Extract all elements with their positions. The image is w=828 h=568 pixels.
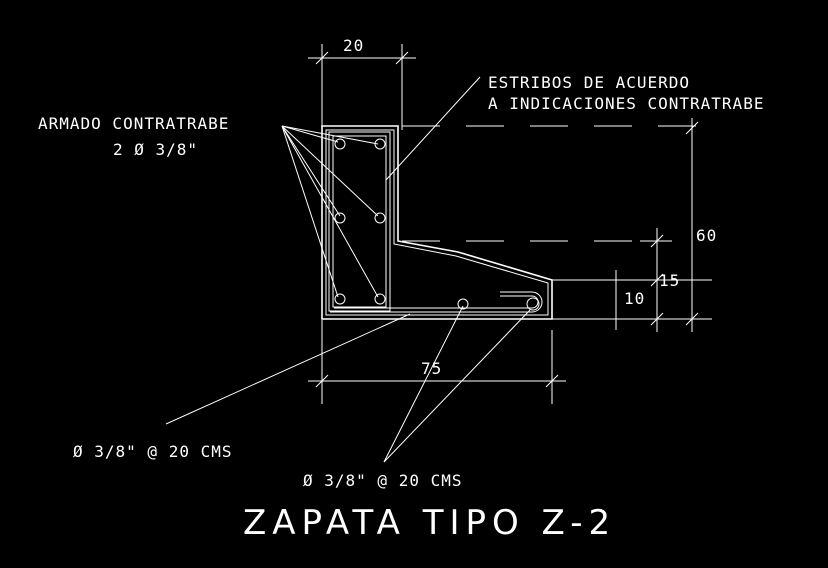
note-armado-line1: ARMADO CONTRATRABE [38, 114, 229, 133]
dim-label-60: 60 [696, 226, 717, 245]
note-bars-left: Ø 3/8" @ 20 CMS [73, 442, 233, 461]
note-bars-bottom: Ø 3/8" @ 20 CMS [303, 471, 463, 490]
stirrups [328, 131, 391, 312]
dashed-guide-lines [402, 125, 712, 242]
note-stirrups-line1: ESTRIBOS DE ACUERDO [488, 73, 690, 92]
note-armado-line2: 2 Ø 3/8" [113, 140, 198, 159]
dimension-bottom-width [308, 320, 566, 404]
note-stirrups-line2: A INDICACIONES CONTRATRABE [488, 94, 764, 113]
leader-lines [165, 76, 531, 463]
dim-label-20: 20 [343, 36, 364, 55]
drawing-title: ZAPATA TIPO Z-2 [243, 503, 616, 543]
bottom-bar-hook [330, 291, 543, 313]
footing-outline [321, 125, 553, 320]
dimension-right-height [552, 118, 712, 332]
dim-label-15: 15 [659, 271, 680, 290]
rebar-circles [334, 138, 540, 311]
dimension-top-width [308, 44, 416, 130]
dim-label-10: 10 [624, 289, 645, 308]
footing-inner-outline [325, 129, 549, 316]
